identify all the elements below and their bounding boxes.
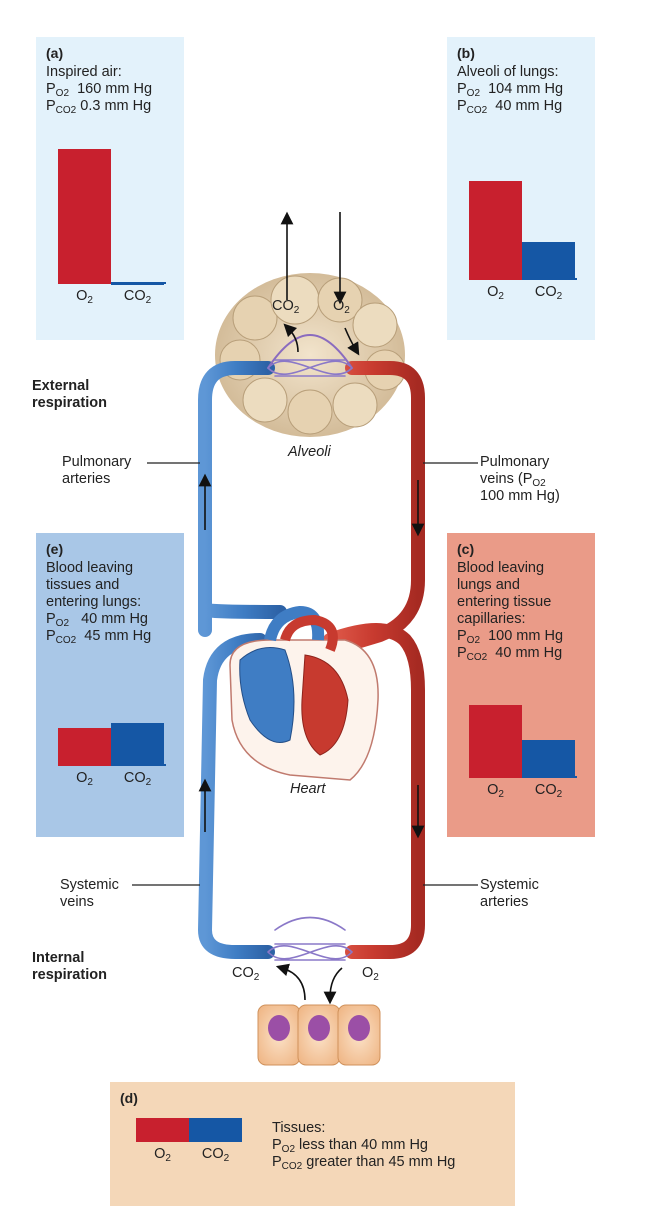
panel-c-pco2: PCO2 40 mm Hg <box>457 645 563 663</box>
tick-label-o2: O2 <box>76 288 93 306</box>
panel-a-tag: (a) <box>46 45 64 61</box>
panel-d: (d) O2 CO2 Tissues: PO2 less than 40 mm H… <box>110 1082 515 1206</box>
panel-a-pco2: PCO2 0.3 mm Hg <box>46 98 152 116</box>
panel-d-chart: O2 CO2 <box>136 1118 242 1164</box>
panel-b-tag: (b) <box>457 45 475 61</box>
alveoli-o2-label: O2 <box>333 298 350 316</box>
o2-bar <box>469 181 522 280</box>
panel-c-tag: (c) <box>457 541 475 557</box>
gas-arrows <box>198 211 425 1005</box>
panel-d-pco2: PCO2 greater than 45 mm Hg <box>272 1154 456 1172</box>
chart-baseline <box>58 282 166 284</box>
panel-c-line2: lungs and <box>457 577 520 593</box>
tick-label-o2: O2 <box>487 284 504 302</box>
o2-bar <box>58 728 111 766</box>
tick-label-o2: O2 <box>487 782 504 800</box>
o2-bar <box>58 149 111 284</box>
panel-b-po2: PO2 104 mm Hg <box>457 81 564 99</box>
co2-bar <box>522 740 575 778</box>
heart-label: Heart <box>290 781 326 797</box>
tissue-co2-label: CO2 <box>232 965 260 983</box>
panel-e-line3: entering lungs: <box>46 594 142 610</box>
systemic-vessels <box>197 623 425 961</box>
tick-label-o2: O2 <box>76 770 93 788</box>
panel-d-po2: PO2 less than 40 mm Hg <box>272 1137 428 1155</box>
panel-e-tag: (e) <box>46 541 64 557</box>
tick-label-co2: CO2 <box>201 1146 230 1164</box>
panel-b-title: Alveoli of lungs: <box>457 64 559 80</box>
tick-label-co2: CO2 <box>123 770 152 788</box>
tick-label-co2: CO2 <box>534 284 563 302</box>
tissue-cells <box>257 1004 381 1066</box>
tick-label-o2: O2 <box>154 1146 171 1164</box>
panel-d-tag: (d) <box>120 1090 138 1106</box>
panel-a-chart: O2 CO2 <box>58 149 166 306</box>
panel-a: (a) Inspired air: PO2 160 mm Hg PCO2 0.3… <box>36 37 184 340</box>
panel-c: (c) Blood leaving lungs and entering tis… <box>447 533 595 837</box>
co2-bar <box>522 242 575 280</box>
o2-bar <box>469 705 522 778</box>
tick-label-co2: CO2 <box>123 288 152 306</box>
alveoli-label: Alveoli <box>288 444 331 460</box>
co2-bar <box>189 1118 242 1142</box>
panel-e-po2: PO2 40 mm Hg <box>46 611 148 629</box>
panel-e-pco2: PCO2 45 mm Hg <box>46 628 152 646</box>
panel-a-title: Inspired air: <box>46 64 122 80</box>
o2-bar <box>136 1118 189 1142</box>
panel-b: (b) Alveoli of lungs: PO2 104 mm Hg PCO2… <box>447 37 595 340</box>
panel-e-line1: Blood leaving <box>46 560 134 576</box>
panel-e-line2: tissues and <box>46 577 120 593</box>
leader-lines <box>132 462 478 886</box>
panel-b-pco2: PCO2 40 mm Hg <box>457 98 563 116</box>
panel-c-line4: capillaries: <box>457 611 526 627</box>
panel-c-po2: PO2 100 mm Hg <box>457 628 564 646</box>
tick-label-co2: CO2 <box>534 782 563 800</box>
alveoli-cluster <box>215 273 406 437</box>
panel-a-po2: PO2 160 mm Hg <box>46 81 153 99</box>
heart-illustration <box>229 605 379 781</box>
panel-c-line1: Blood leaving <box>457 560 545 576</box>
co2-bar <box>111 723 164 766</box>
panel-c-line3: entering tissue <box>457 594 552 610</box>
panel-b-chart: O2 CO2 <box>469 149 577 302</box>
panel-e-chart: O2 CO2 <box>58 683 166 788</box>
panel-e: (e) Blood leaving tissues and entering l… <box>36 533 184 837</box>
alveoli-co2-label: CO2 <box>272 298 300 316</box>
tissue-o2-label: O2 <box>362 965 379 983</box>
panel-d-title: Tissues: <box>272 1120 326 1136</box>
panel-c-chart: O2 CO2 <box>469 705 577 800</box>
